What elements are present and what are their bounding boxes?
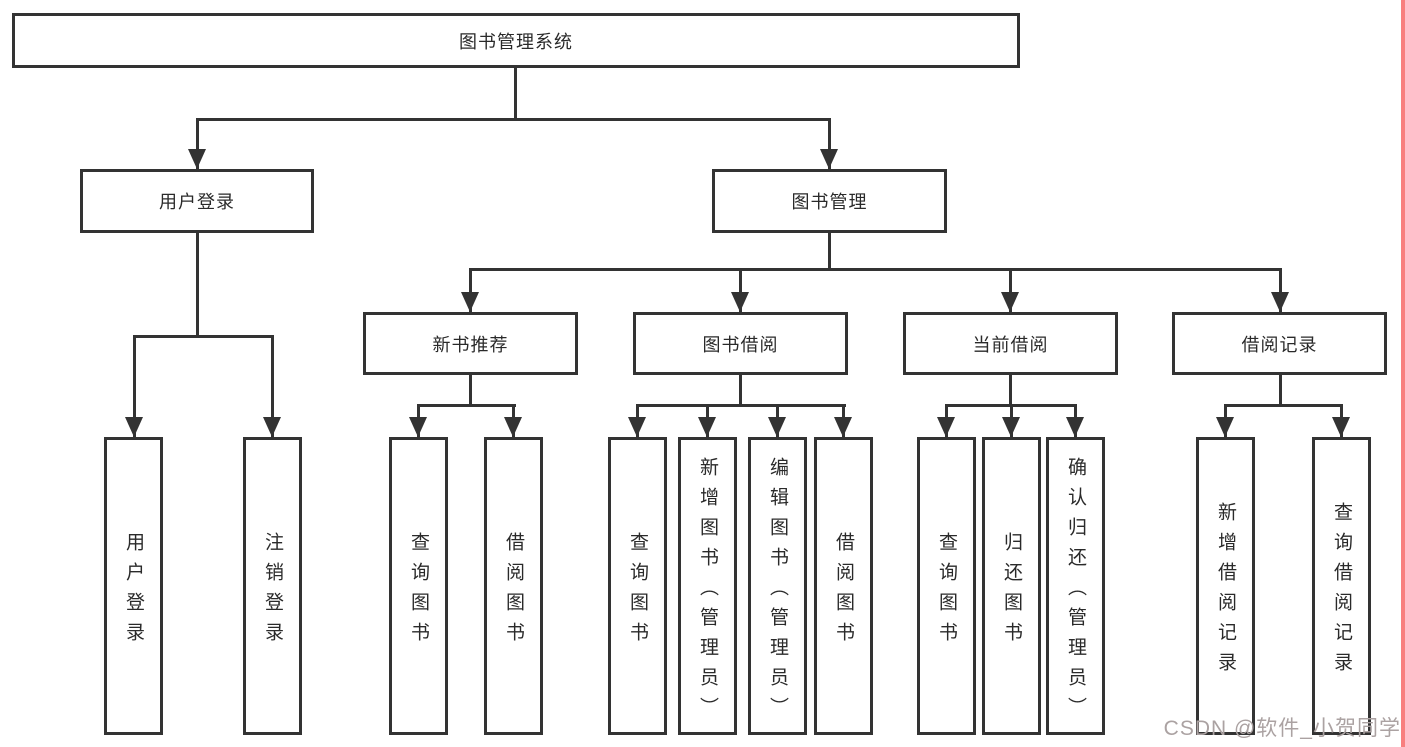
node-label: 用户登录 [159,192,235,212]
arrowhead-down-icon [504,417,522,437]
node-label: 图书借阅 [702,334,779,355]
connector-user-login-bar [133,335,274,338]
connector-to-leaf [133,335,136,437]
leaf-user-login: 用户登录 [104,437,163,735]
node-book-management: 图书管理 [712,169,947,233]
connector-user-login-stem [196,233,199,335]
leaf-borrow-books: 借阅图书 [814,437,873,735]
leaf-query-books: 查询图书 [917,437,976,735]
node-label: 新书推荐 [432,334,509,355]
arrowhead-down-icon [698,417,716,437]
node-library-management-system: 图书管理系统 [12,13,1020,68]
connector-bar [636,404,846,407]
connector-stem [469,375,472,404]
arrowhead-down-icon [937,417,955,437]
node-label: 借阅记录 [1241,334,1318,355]
arrowhead-down-icon [731,292,749,312]
connector-stem [1279,375,1282,404]
node-book-borrow: 图书借阅 [633,312,848,375]
arrowhead-down-icon [1001,292,1019,312]
connector-to-book-management [828,118,831,169]
leaf-edit-books-admin: 编辑图书（管理员） [748,437,807,735]
arrowhead-down-icon [125,417,143,437]
connector-to-borrow-records [1279,268,1282,312]
leaf-add-books-admin: 新增图书（管理员） [678,437,737,735]
leaf-borrow-books: 借阅图书 [484,437,543,735]
node-new-book-recommend: 新书推荐 [363,312,578,375]
arrowhead-down-icon [188,149,206,169]
connector-to-leaf [271,335,274,437]
connector-root-stem [514,68,517,118]
connector-to-new-book [469,268,472,312]
leaf-label: 注销登录 [262,532,283,652]
leaf-label: 归还图书 [1001,532,1022,652]
leaf-add-borrow-record: 新增借阅记录 [1196,437,1255,735]
leaf-label: 借阅图书 [833,532,854,652]
leaf-label: 用户登录 [123,532,144,652]
leaf-logout: 注销登录 [243,437,302,735]
node-label: 图书管理系统 [459,31,573,52]
arrowhead-down-icon [834,417,852,437]
connector-book-mgmt-stem [828,233,831,268]
arrowhead-down-icon [1216,417,1234,437]
connector-bar [417,404,516,407]
connector-to-book-borrow [739,268,742,312]
node-user-login: 用户登录 [80,169,314,233]
leaf-return-books: 归还图书 [982,437,1041,735]
arrowhead-down-icon [1271,292,1289,312]
leaf-label: 新增图书（管理员） [697,457,718,727]
leaf-query-books: 查询图书 [608,437,667,735]
arrowhead-down-icon [768,417,786,437]
arrowhead-down-icon [263,417,281,437]
connector-bar [1224,404,1343,407]
leaf-label: 编辑图书（管理员） [767,457,788,727]
right-edge-strip [1401,0,1405,747]
leaf-label: 新增借阅记录 [1215,502,1236,682]
arrowhead-down-icon [1332,417,1350,437]
connector-to-user-login [196,118,199,169]
connector-root-bar [196,118,831,121]
connector-stem [1009,375,1012,404]
connector-stem [739,375,742,404]
leaf-label: 查询图书 [627,532,648,652]
arrowhead-down-icon [1002,417,1020,437]
node-label: 当前借阅 [972,334,1049,355]
leaf-label: 借阅图书 [503,532,524,652]
leaf-confirm-return-admin: 确认归还（管理员） [1046,437,1105,735]
node-borrow-records: 借阅记录 [1172,312,1387,375]
leaf-query-borrow-record: 查询借阅记录 [1312,437,1371,735]
connector-to-current-borrow [1009,268,1012,312]
arrowhead-down-icon [461,292,479,312]
arrowhead-down-icon [820,149,838,169]
node-current-borrow: 当前借阅 [903,312,1118,375]
leaf-label: 查询图书 [936,532,957,652]
csdn-watermark: CSDN @软件_小贺同学 [1163,717,1401,740]
leaf-label: 查询借阅记录 [1331,502,1352,682]
leaf-query-books: 查询图书 [389,437,448,735]
leaf-label: 确认归还（管理员） [1065,457,1086,727]
arrowhead-down-icon [1066,417,1084,437]
arrowhead-down-icon [628,417,646,437]
arrowhead-down-icon [409,417,427,437]
connector-book-mgmt-bar [469,268,1282,271]
node-label: 图书管理 [791,192,868,212]
leaf-label: 查询图书 [408,532,429,652]
